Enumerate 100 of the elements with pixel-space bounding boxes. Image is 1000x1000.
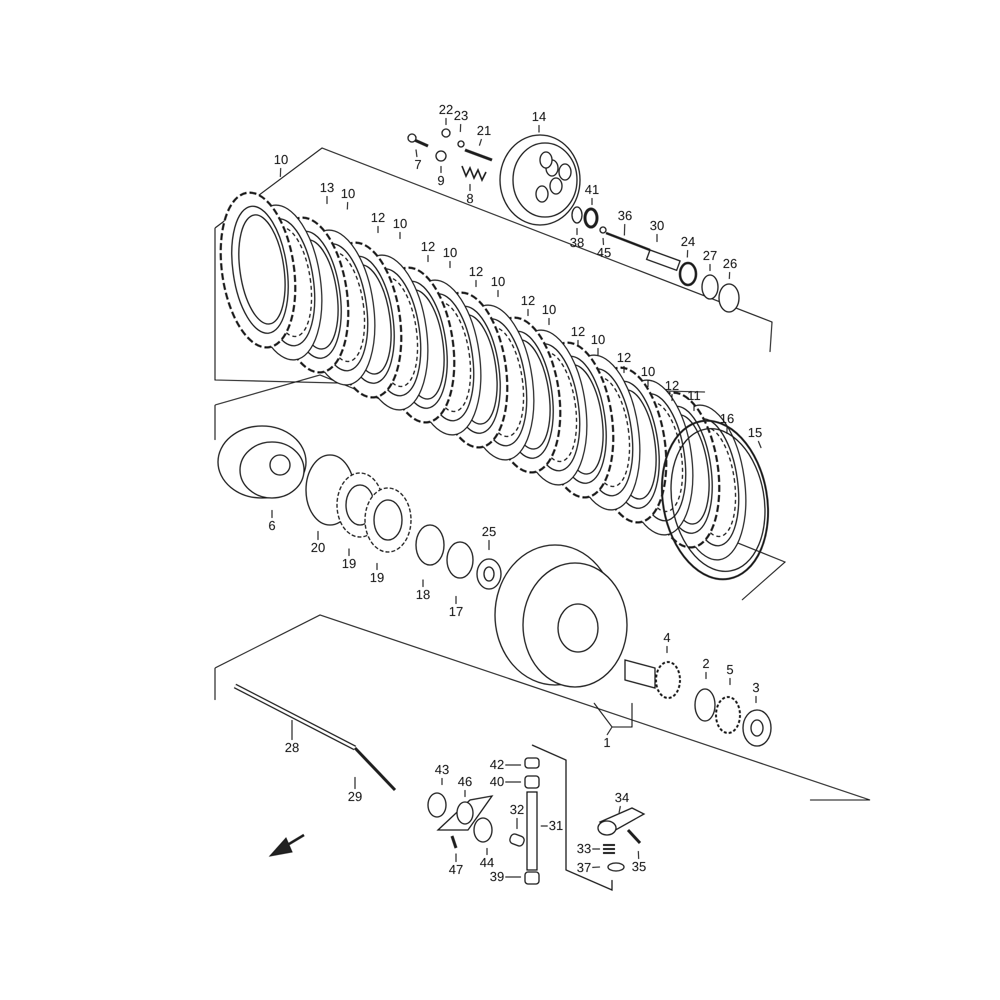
leader-line (577, 340, 579, 347)
callout-number: 20 (310, 541, 326, 555)
leader-line (728, 272, 730, 280)
callout-number: 12 (616, 351, 632, 365)
leader-line (705, 672, 707, 679)
callout-number: 41 (584, 183, 600, 197)
leader-line (624, 224, 626, 236)
callout-number: 47 (448, 863, 464, 877)
callout-number: 40 (490, 775, 504, 789)
leader-line (602, 238, 604, 246)
leader-line (441, 778, 443, 785)
leader-line (440, 166, 442, 173)
callout-number: 14 (532, 110, 546, 124)
callout-number: 10 (392, 217, 408, 231)
leader-line (455, 596, 457, 604)
leader-line (538, 125, 540, 132)
leader-line (326, 196, 328, 204)
callout-number: 4 (663, 631, 671, 645)
callout-number: 46 (458, 775, 472, 789)
leader-line (478, 138, 482, 146)
leader-line (354, 777, 356, 789)
callout-number: 12 (570, 325, 586, 339)
leader-line (475, 280, 477, 287)
callout-number: 1 (603, 736, 611, 750)
callout-number: 12 (420, 240, 436, 254)
callout-number: 37 (576, 861, 592, 875)
callout-number: 5 (726, 663, 734, 677)
leader-line (455, 854, 457, 862)
callout-number: 31 (548, 819, 564, 833)
callout-number: 10 (640, 365, 656, 379)
leader-line (591, 198, 593, 205)
leader-line (638, 850, 640, 860)
leader-line (505, 876, 521, 878)
leader-line (592, 866, 600, 868)
callout-number: 11 (687, 389, 701, 403)
leader-line (348, 548, 350, 556)
callout-number: 16 (720, 412, 734, 426)
leader-line (693, 404, 695, 411)
leader-line (671, 394, 673, 401)
callout-number: 10 (442, 246, 458, 260)
callout-number: 28 (284, 741, 300, 755)
leader-line (592, 848, 600, 850)
callout-number: 22 (438, 103, 454, 117)
callout-number: 12 (664, 379, 680, 393)
callout-number: 10 (590, 333, 606, 347)
callout-number: 26 (722, 257, 738, 271)
callout-number: 42 (490, 758, 504, 772)
callout-number: 10 (542, 303, 556, 317)
leader-line (576, 228, 578, 235)
callout-number: 19 (370, 571, 384, 585)
leader-line (729, 678, 731, 685)
callout-number: 10 (490, 275, 506, 289)
callout-number: 33 (576, 842, 592, 856)
leader-line (376, 563, 378, 570)
callout-number: 29 (348, 790, 362, 804)
callout-number: 36 (618, 209, 632, 223)
callout-number: 2 (702, 657, 710, 671)
leader-line (527, 309, 529, 316)
leader-line (505, 764, 521, 766)
leader-line (422, 580, 424, 587)
callout-number: 23 (454, 109, 468, 123)
leader-line (686, 250, 688, 258)
callout-number: 13 (320, 181, 334, 195)
callout-number: 39 (490, 870, 504, 884)
leader-line (666, 646, 668, 653)
callout-number: 35 (632, 860, 646, 874)
leader-line (540, 825, 548, 827)
callout-number: 12 (520, 294, 536, 308)
leader-line (516, 818, 518, 829)
leader-line (415, 149, 418, 158)
leader-line (488, 540, 490, 550)
leader-line (317, 531, 319, 540)
leader-line (726, 427, 728, 434)
leader-line (280, 168, 282, 178)
leader-line (505, 781, 521, 783)
callout-number: 32 (510, 803, 524, 817)
callout-number: 12 (468, 265, 484, 279)
leader-line (427, 255, 429, 262)
leader-line (618, 806, 621, 813)
leader-line (656, 234, 658, 242)
leader-line (460, 124, 462, 132)
callout-number: 25 (482, 525, 496, 539)
callout-number: 6 (268, 519, 276, 533)
leader-line (445, 118, 447, 125)
leader-line (377, 226, 379, 233)
leader-line (464, 790, 466, 797)
leader-line (593, 702, 633, 736)
leader-line (709, 264, 711, 271)
leader-line (449, 261, 451, 268)
callout-number: 17 (448, 605, 464, 619)
callout-number: 8 (466, 192, 474, 206)
leader-line (486, 848, 488, 855)
callout-number: 19 (342, 557, 356, 571)
leader-line (755, 696, 757, 703)
callout-number: 18 (416, 588, 430, 602)
callout-number: 27 (702, 249, 718, 263)
callout-number: 24 (680, 235, 696, 249)
leader-line (346, 202, 348, 210)
callout-number: 10 (340, 187, 356, 201)
leader-line (271, 510, 273, 518)
